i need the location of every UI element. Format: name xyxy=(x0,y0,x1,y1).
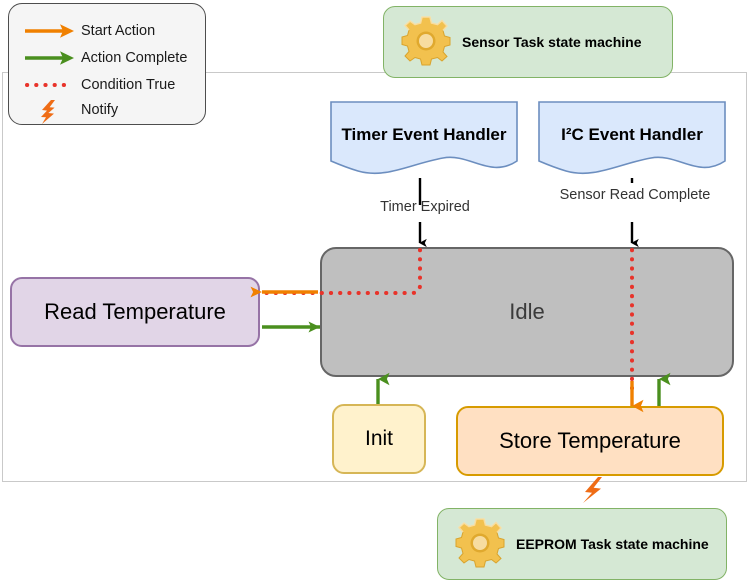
legend-item-condition-true: Condition True xyxy=(23,74,175,96)
legend-item-notify: Notify xyxy=(23,99,119,124)
red-dotted-line-icon xyxy=(23,74,77,96)
i2c-event-handler-label: I²C Event Handler xyxy=(561,125,703,144)
state-read-temperature[interactable]: Read Temperature xyxy=(10,277,260,347)
legend-panel: Start Action Action Complete Condition T… xyxy=(8,3,206,125)
orange-arrow-icon xyxy=(23,20,77,42)
legend-label-notify: Notify xyxy=(81,102,119,118)
state-init[interactable]: Init xyxy=(332,404,426,474)
gear-icon xyxy=(452,515,506,574)
legend-item-start-action: Start Action xyxy=(23,20,155,42)
timer-event-handler-label: Timer Event Handler xyxy=(341,125,507,144)
state-idle[interactable]: Idle xyxy=(320,247,734,377)
gear-icon xyxy=(398,13,452,72)
state-idle-label: Idle xyxy=(509,299,545,324)
sensor-task-state-machine[interactable]: Sensor Task state machine xyxy=(383,6,673,78)
edge-label-sensor-read-complete: Sensor Read Complete xyxy=(559,187,711,203)
state-read-temperature-label: Read Temperature xyxy=(44,299,226,324)
lightning-bolt-icon xyxy=(23,99,77,124)
sensor-task-label: Sensor Task state machine xyxy=(462,34,642,50)
legend-label-start-action: Start Action xyxy=(81,23,156,39)
legend-item-action-complete: Action Complete xyxy=(23,47,187,69)
green-arrow-icon xyxy=(23,47,77,69)
eeprom-task-state-machine[interactable]: EEPROM Task state machine xyxy=(437,508,727,580)
i2c-event-handler-node[interactable]: I²C Event Handler xyxy=(538,101,726,177)
document-shape xyxy=(538,101,726,175)
eeprom-task-label: EEPROM Task state machine xyxy=(516,536,709,552)
legend-label-action-complete: Action Complete xyxy=(81,50,188,66)
timer-event-handler-node[interactable]: Timer Event Handler xyxy=(330,101,518,177)
legend-label-condition-true: Condition True xyxy=(81,77,176,93)
state-store-temperature-label: Store Temperature xyxy=(499,428,681,453)
state-init-label: Init xyxy=(364,427,393,450)
edge-label-timer-expired: Timer Expired xyxy=(380,199,470,215)
document-shape xyxy=(330,101,518,175)
state-store-temperature[interactable]: Store Temperature xyxy=(456,406,724,476)
